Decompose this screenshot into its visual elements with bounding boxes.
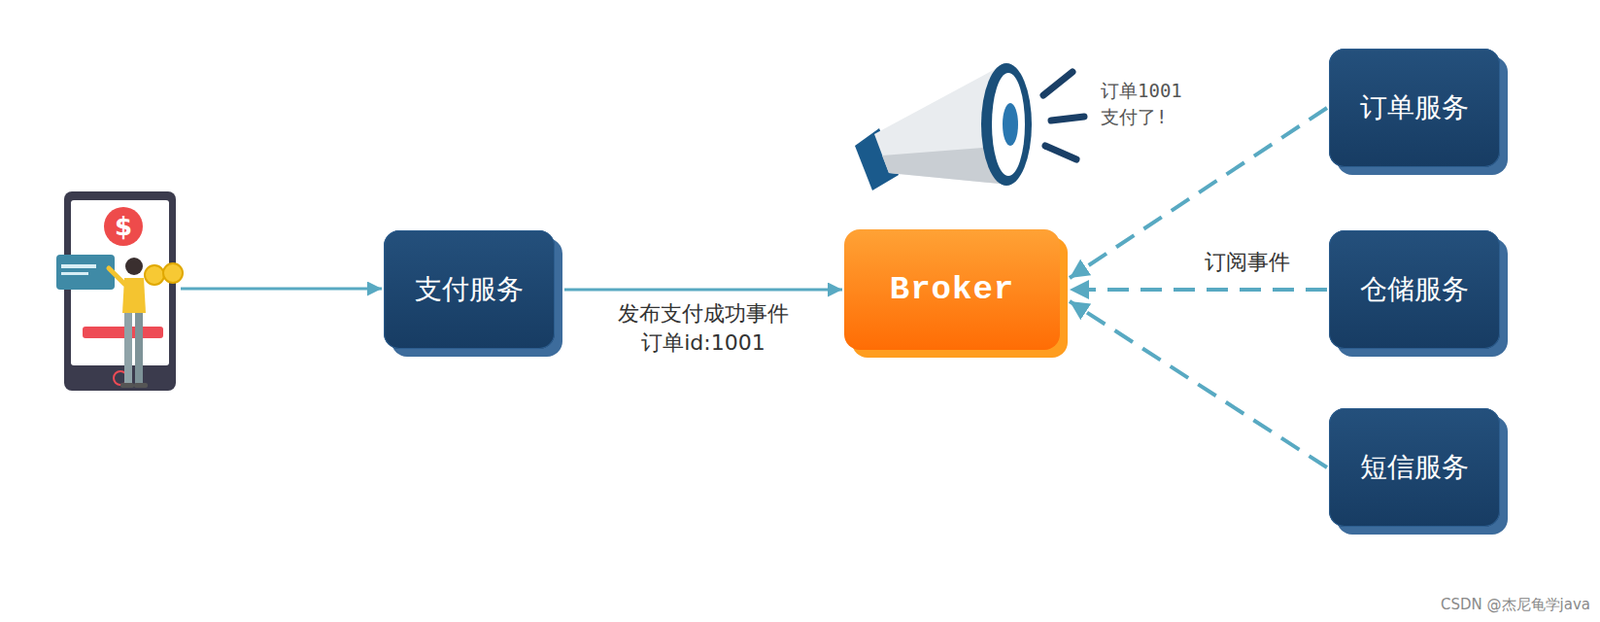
phone-illustration-part: [64, 191, 176, 391]
subscribe-connector: [1069, 301, 1328, 468]
broker-box: Broker: [844, 229, 1060, 350]
service-box: 短信服务: [1328, 408, 1500, 527]
megaphone-icon-part: [1051, 116, 1085, 121]
megaphone-icon-part: [981, 63, 1032, 186]
phone-illustration-part: [82, 326, 164, 339]
box-text-wrap: 订单服务: [1328, 48, 1500, 168]
box-label: Broker: [889, 271, 1015, 308]
megaphone-icon: [854, 63, 1085, 191]
phone-illustration-part: [120, 382, 135, 388]
megaphone-icon-part: [1045, 145, 1077, 160]
box-text-wrap: 支付服务: [383, 230, 555, 349]
box-text-wrap: Broker: [844, 229, 1060, 350]
megaphone-icon-part: [1002, 102, 1019, 146]
phone-illustration-part: [61, 272, 89, 275]
phone-illustration-part: [144, 265, 165, 285]
phone-illustration-part: [108, 268, 125, 284]
box-label: 支付服务: [414, 271, 524, 308]
phone-illustration-part: [125, 257, 143, 275]
box-text-wrap: 短信服务: [1328, 408, 1500, 527]
box-label: 短信服务: [1360, 448, 1469, 486]
currency-symbol: $: [114, 213, 133, 239]
phone-illustration-part: [163, 263, 183, 283]
phone-illustration: [56, 191, 183, 391]
service-box: 仓储服务: [1328, 230, 1500, 349]
box-label: 订单服务: [1360, 89, 1469, 127]
box-text-wrap: 仓储服务: [1328, 230, 1500, 349]
edge-label: 发布支付成功事件 订单id:1001: [607, 297, 799, 359]
phone-illustration-part: [56, 254, 115, 290]
publish-connector: [564, 288, 843, 292]
input-arrow: [180, 287, 382, 291]
box-label: 仓储服务: [1360, 271, 1469, 308]
phone-illustration-part: [135, 312, 143, 385]
watermark: CSDN @杰尼龟学java: [1440, 595, 1591, 614]
megaphone-icon-part: [1043, 71, 1073, 96]
phone-illustration-part: [124, 312, 133, 385]
megaphone-icon-part: [991, 72, 1025, 176]
phone-illustration-part: [61, 264, 97, 269]
subscribe-connector: [1069, 287, 1328, 292]
service-box: 订单服务: [1328, 48, 1500, 168]
service-box: 支付服务: [383, 230, 555, 349]
speech-text: 订单1001 支付了!: [1100, 77, 1194, 130]
phone-illustration-part: [134, 382, 148, 388]
phone-illustration-part: [103, 206, 143, 246]
edge-label: 订阅事件: [1200, 245, 1294, 279]
subscribe-connector: [1069, 107, 1328, 278]
